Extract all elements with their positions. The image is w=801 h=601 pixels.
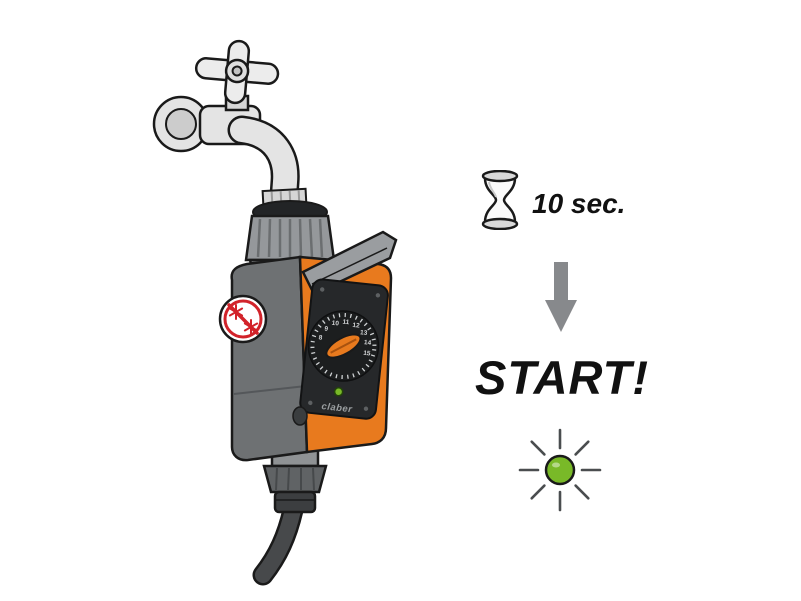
dial-number: 13: [360, 329, 368, 337]
side-button: [292, 406, 308, 426]
brand-label: claber: [321, 401, 354, 415]
dial-number: 10: [331, 320, 339, 328]
dial-number: 15: [363, 350, 371, 358]
power-led: [333, 387, 344, 397]
dial-knob: [325, 333, 362, 359]
tap-timer-illustration: 8 9 10 11 12 13 14 15 claber: [152, 39, 398, 586]
tap-handle-icon: [194, 39, 280, 105]
arrow-down-icon: [545, 262, 577, 332]
no-frost-warning-icon: [218, 294, 268, 344]
timer-body-side: [230, 255, 309, 462]
timer-dial: 8 9 10 11 12 13 14 15: [307, 310, 380, 382]
water-timer: 8 9 10 11 12 13 14 15 claber: [218, 200, 398, 586]
start-label: START!: [475, 351, 649, 404]
hose-connector: [262, 446, 328, 514]
dial-number: 11: [342, 319, 350, 327]
hourglass-icon: [481, 170, 519, 230]
dial-number: 14: [364, 339, 372, 347]
dial-number: 8: [318, 334, 323, 341]
timer-panel: 8 9 10 11 12 13 14 15 claber: [299, 278, 389, 420]
dial-number: 9: [324, 326, 329, 333]
wait-duration-label: 10 sec.: [532, 188, 626, 219]
dial-number: 12: [352, 322, 360, 330]
green-led-blinking-icon: [518, 428, 602, 512]
tap-icon: [152, 39, 308, 211]
